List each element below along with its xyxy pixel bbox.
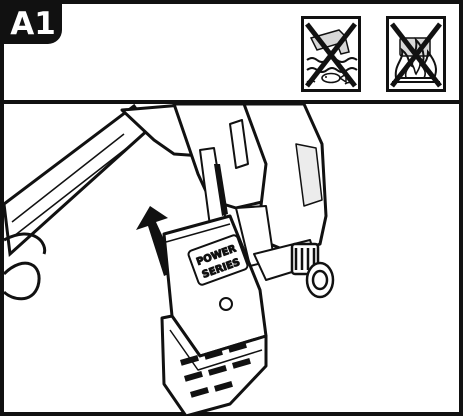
header-divider bbox=[4, 100, 459, 104]
tool-housing bbox=[120, 104, 328, 281]
tool-shaft bbox=[4, 104, 153, 258]
tool-rear-loop bbox=[4, 232, 47, 301]
panel-header: A1 bbox=[4, 4, 459, 100]
no-water-immersion-icon bbox=[301, 16, 361, 92]
battery-pack: POWER SERIES bbox=[160, 214, 268, 416]
step-label: A1 bbox=[4, 4, 62, 44]
hose-connector bbox=[290, 242, 335, 299]
battery-insertion-illustration: POWER SERIES bbox=[4, 104, 459, 416]
no-fire-icon bbox=[386, 16, 446, 92]
